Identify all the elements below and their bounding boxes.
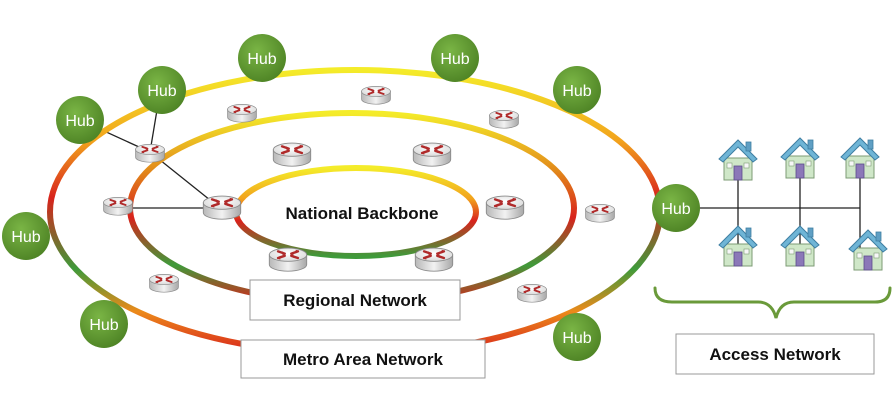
svg-text:Hub: Hub: [440, 51, 469, 68]
hub-node: Hub: [56, 96, 104, 144]
router-icon: [226, 103, 258, 124]
hub-icon: [80, 300, 128, 348]
router-icon: [516, 283, 548, 304]
svg-text:Hub: Hub: [247, 51, 276, 68]
hub-node: Hub: [238, 34, 286, 82]
hub-icon: [652, 184, 700, 232]
svg-text:Hub: Hub: [562, 330, 591, 347]
router-icon: [102, 196, 134, 217]
hub-node: Hub: [138, 66, 186, 114]
hub-icon: [553, 313, 601, 361]
hub-icon: [56, 96, 104, 144]
metro-area-network-label: Metro Area Network: [283, 350, 444, 369]
hub-icon: [553, 66, 601, 114]
svg-text:Hub: Hub: [661, 201, 690, 218]
house-icon: [780, 137, 820, 179]
house-icon: [840, 137, 880, 179]
svg-text:Hub: Hub: [65, 113, 94, 130]
router-icon: [414, 246, 454, 273]
regional-network-label: Regional Network: [283, 291, 427, 310]
router-icon: [485, 194, 525, 221]
svg-text:Hub: Hub: [562, 83, 591, 100]
house-icon: [780, 225, 820, 267]
house-icon: [718, 225, 758, 267]
houses: [718, 137, 888, 271]
house-icon: [848, 229, 888, 271]
router-icon: [412, 141, 452, 168]
hub-node: Hub: [431, 34, 479, 82]
router-icon: [148, 273, 180, 294]
hub-node: Hub: [553, 66, 601, 114]
house-icon: [718, 139, 758, 181]
hub-icon: [431, 34, 479, 82]
svg-text:Hub: Hub: [147, 83, 176, 100]
router-icon: [134, 143, 166, 164]
hub-node: Hub: [652, 184, 700, 232]
hub-node: Hub: [2, 212, 50, 260]
access-network-label-box: Access Network: [675, 333, 875, 375]
router-icon: [360, 85, 392, 106]
svg-text:Hub: Hub: [11, 229, 40, 246]
hub-node: Hub: [80, 300, 128, 348]
hub-icon: [138, 66, 186, 114]
router-icon: [584, 203, 616, 224]
svg-text:Hub: Hub: [89, 317, 118, 334]
regional-network-label-box: Regional Network: [249, 279, 461, 321]
router-icon: [272, 141, 312, 168]
national-backbone-label: National Backbone: [285, 204, 438, 223]
metro-area-network-label-box: Metro Area Network: [240, 339, 486, 379]
router-icon: [268, 246, 308, 273]
hub-icon: [2, 212, 50, 260]
access-network-brace: [653, 286, 892, 319]
router-icon: [202, 194, 242, 221]
access-network-label: Access Network: [709, 345, 841, 364]
hub-icon: [238, 34, 286, 82]
hub-node: Hub: [553, 313, 601, 361]
router-icon: [488, 109, 520, 130]
